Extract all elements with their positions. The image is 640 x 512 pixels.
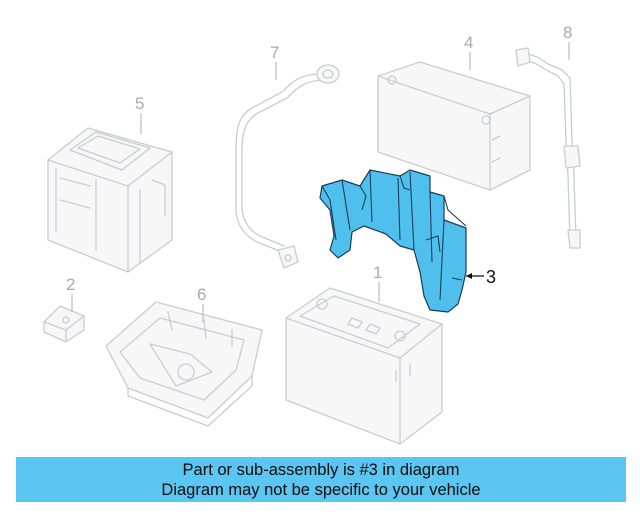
- part-5-battery-cover: [47, 127, 173, 273]
- callout-5: 5: [135, 94, 144, 113]
- caption-banner: Part or sub-assembly is #3 in diagram Di…: [16, 457, 626, 502]
- callout-3-arrowhead: [466, 273, 472, 279]
- caption-line-2: Diagram may not be specific to your vehi…: [161, 481, 481, 499]
- callout-7: 7: [270, 43, 279, 62]
- callout-2: 2: [66, 275, 75, 294]
- part-1-battery: [285, 287, 443, 445]
- part-8-ground-cable: [515, 47, 581, 249]
- callout-8: 8: [563, 23, 572, 42]
- parts-diagram: 5 7 4 8 2: [43, 23, 581, 445]
- part-6-battery-tray: [105, 301, 263, 427]
- caption-line-1: Part or sub-assembly is #3 in diagram: [182, 461, 460, 479]
- callout-3: 3: [486, 267, 496, 287]
- part-2-hold-down-bracket: [43, 305, 85, 343]
- part-3-battery-bracket: [319, 169, 467, 313]
- part-4-battery: [377, 61, 531, 191]
- callout-4: 4: [464, 33, 473, 52]
- callout-6: 6: [197, 285, 206, 304]
- part-7-battery-cable: [235, 64, 340, 269]
- callout-1: 1: [373, 263, 382, 282]
